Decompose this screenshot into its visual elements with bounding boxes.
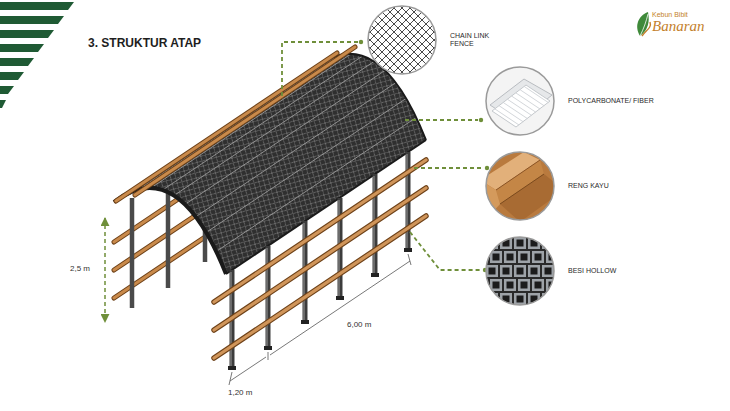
leader-dots xyxy=(359,40,489,272)
corner-stripes xyxy=(0,2,74,108)
near-wood-rails xyxy=(214,160,426,358)
leader-lines xyxy=(282,42,484,270)
logo-text: Kebun Bibit xyxy=(652,11,688,19)
material-circle: POLYCARBONATE/ FIBER xyxy=(484,65,556,137)
material-swatch xyxy=(484,65,556,137)
logo-text: Banaran xyxy=(652,18,705,35)
material-circle: CHAIN LINK FENCE xyxy=(366,4,438,76)
material-label: POLYCARBONATE/ FIBER xyxy=(568,97,654,105)
material-circle: RENG KAYU xyxy=(484,150,556,222)
dimension-label: 1,20 m xyxy=(226,388,254,397)
roof-sheet xyxy=(114,54,426,274)
material-label: RENG KAYU xyxy=(568,182,609,190)
dimension-label: 2,5 m xyxy=(70,264,90,273)
dimension-label: 6,00 m xyxy=(345,320,373,329)
material-swatch xyxy=(366,4,438,76)
material-label: CHAIN LINK FENCE xyxy=(450,32,498,49)
roof-wood-rails xyxy=(116,47,355,201)
dimension-lines xyxy=(105,218,411,385)
material-swatch xyxy=(484,150,556,222)
material-swatch xyxy=(484,235,556,307)
logo-leaf xyxy=(637,12,650,36)
material-circle: BESI HOLLOW xyxy=(484,235,556,307)
slide-title: 3. STRUKTUR ATAP xyxy=(88,37,201,51)
material-label: BESI HOLLOW xyxy=(568,267,616,275)
